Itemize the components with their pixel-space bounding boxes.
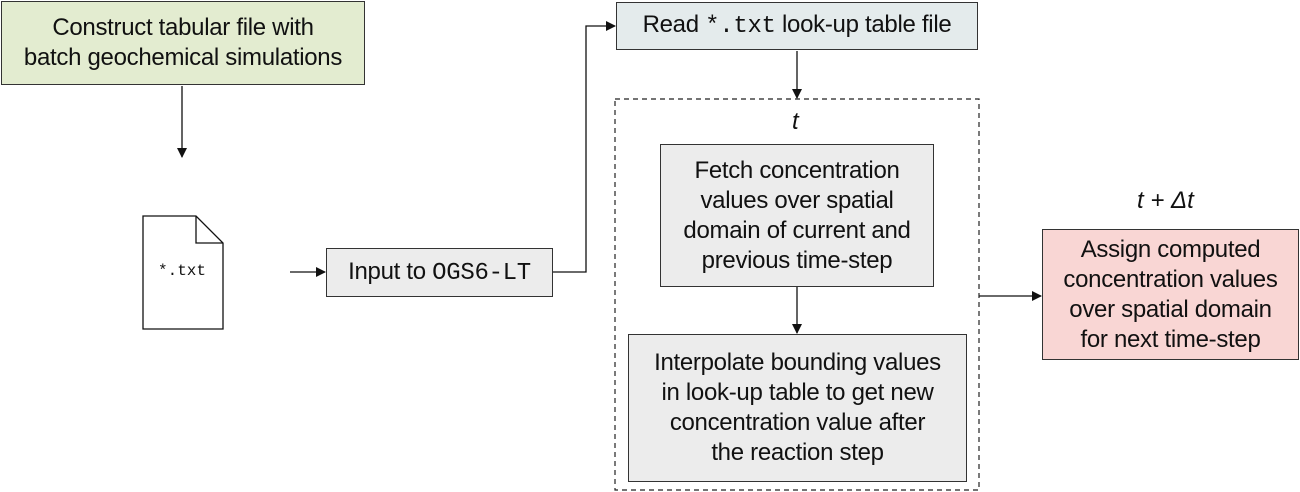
input-software-name: OGS6-LT (432, 259, 531, 287)
read-file-extension: *.txt (705, 13, 776, 40)
interpolate-line-3: concentration value after (669, 409, 926, 436)
construct-tabular-file-box: Construct tabular file with batch geoche… (1, 1, 365, 85)
time-label-t: t (792, 108, 799, 135)
interpolate-line-4: the reaction step (711, 439, 884, 466)
fetch-line-1: Fetch concentration (694, 156, 900, 184)
construct-line-2: batch geochemical simulations (23, 44, 343, 71)
read-suffix: look-up table file (775, 11, 952, 38)
document-icon (142, 215, 224, 330)
assign-concentration-box: Assign computed concentration values ove… (1042, 229, 1299, 360)
interpolate-values-box: Interpolate bounding values in look-up t… (628, 334, 967, 482)
read-lookup-table-box: Read *.txt look-up table file (616, 2, 978, 50)
fetch-concentration-box: Fetch concentration values over spatial … (660, 144, 934, 287)
construct-line-1: Construct tabular file with (52, 14, 314, 41)
read-prefix: Read (642, 11, 706, 38)
input-prefix: Input to (348, 257, 433, 285)
fetch-line-4: previous time-step (701, 246, 893, 274)
interpolate-line-1: Interpolate bounding values (654, 349, 941, 376)
fetch-line-3: domain of current and (683, 216, 911, 244)
time-label-t-next: t + Δt (1137, 187, 1194, 214)
arrow-input-to-read (553, 21, 616, 273)
assign-line-4: for next time-step (1080, 325, 1261, 353)
fetch-line-2: values over spatial (700, 186, 894, 214)
input-to-ogs6-lt-box: Input to OGS6-LT (326, 248, 553, 297)
assign-line-1: Assign computed (1080, 235, 1261, 263)
assign-line-2: concentration values (1063, 265, 1278, 293)
time-loop-boundary (614, 98, 980, 491)
assign-line-3: over spatial domain (1069, 295, 1272, 323)
interpolate-line-2: in look-up table to get new (661, 379, 934, 406)
file-icon-label: *.txt (158, 262, 207, 280)
